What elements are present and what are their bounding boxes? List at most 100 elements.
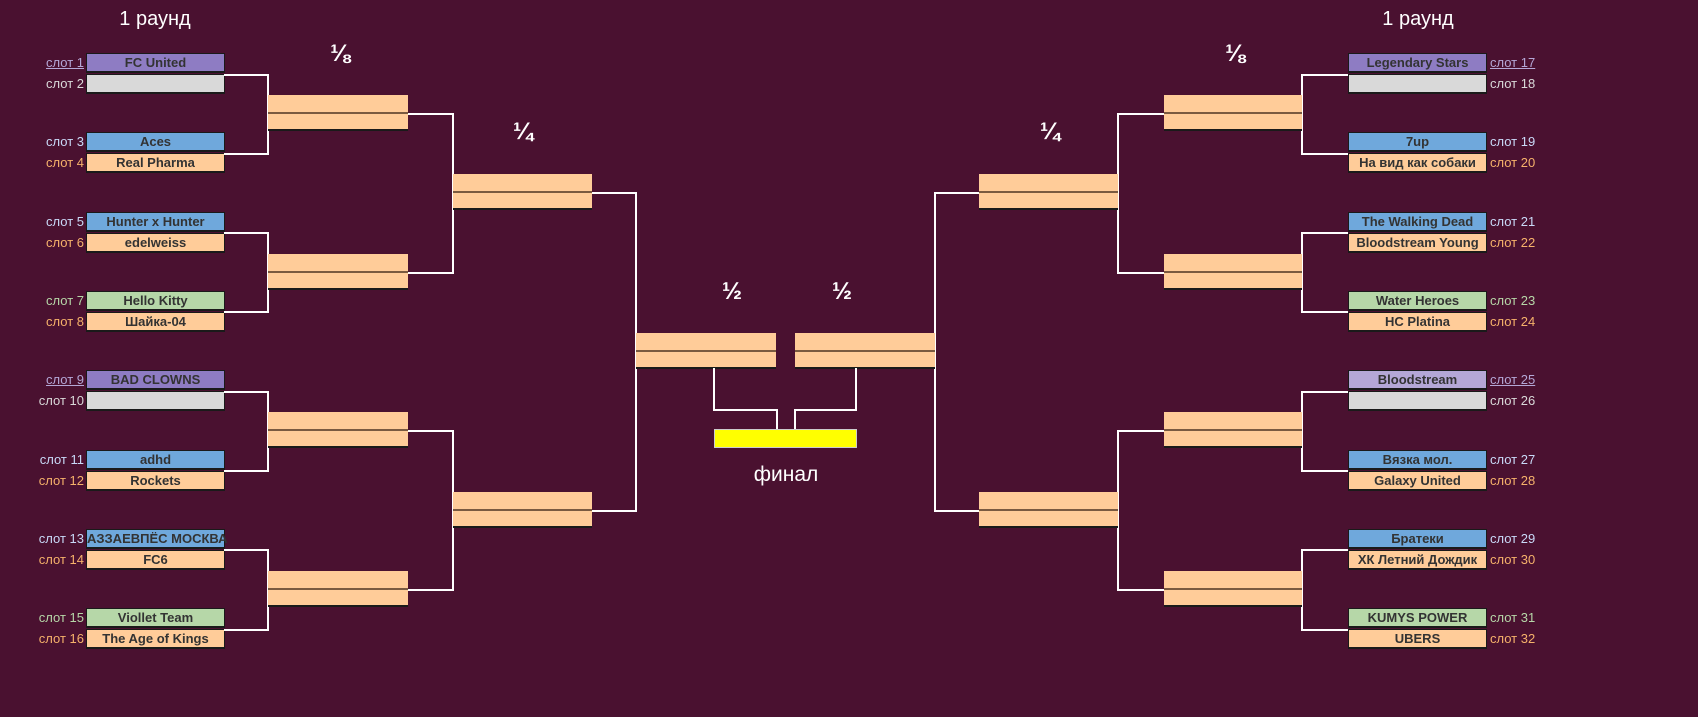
slot-label: слот 13	[38, 530, 84, 546]
slot-label: слот 22	[1490, 234, 1536, 250]
team-slot[interactable]: edelweiss	[86, 232, 225, 253]
match-divider	[453, 508, 592, 511]
slot-label: слот 14	[38, 551, 84, 567]
connector-line	[1302, 628, 1348, 631]
slot-label: слот 6	[46, 234, 84, 250]
slot-label: слот 3	[46, 134, 84, 150]
team-slot[interactable]: BAD CLOWNS	[86, 370, 225, 391]
match-divider	[453, 191, 592, 194]
match-divider	[1164, 270, 1302, 273]
team-slot[interactable]: Шайка-04	[86, 311, 225, 332]
team-slot[interactable]	[86, 74, 225, 94]
round1-left-heading: 1 раунд	[119, 8, 191, 30]
connector-line	[794, 409, 796, 429]
team-slot[interactable]: Bloodstream Young	[1348, 232, 1487, 253]
connector-line	[934, 192, 936, 512]
team-slot[interactable]: Legendary Stars	[1348, 53, 1487, 73]
quarterfinal-match[interactable]	[979, 174, 1118, 211]
round-of-16-match[interactable]	[268, 570, 408, 607]
round1-right-heading: 1 раунд	[1382, 8, 1454, 30]
quarterfinal-match[interactable]	[453, 491, 592, 528]
round-of-16-match[interactable]	[1164, 95, 1302, 132]
connector-line	[935, 192, 979, 195]
connector-line	[1118, 588, 1164, 591]
semifinal-match[interactable]	[795, 333, 935, 370]
team-slot[interactable]: adhd	[86, 449, 225, 470]
team-slot[interactable]: АЗЗАЕВПЁС МОСКВА	[86, 528, 228, 549]
team-slot[interactable]: The Walking Dead	[1348, 211, 1487, 232]
team-slot[interactable]	[1348, 74, 1487, 94]
final-match-box[interactable]	[714, 429, 857, 448]
connector-line	[776, 409, 778, 429]
connector-line	[713, 368, 715, 410]
connector-line	[1302, 311, 1348, 314]
connector-line	[1301, 390, 1303, 472]
team-slot[interactable]: FC United	[86, 53, 225, 73]
team-slot[interactable]: UBERS	[1348, 629, 1487, 650]
connector-line	[592, 192, 636, 195]
match-divider	[979, 191, 1118, 194]
slot-label: слот 12	[38, 472, 84, 488]
team-slot[interactable]: FC6	[86, 549, 225, 570]
slot-label: слот 4	[46, 155, 84, 171]
round-of-16-match[interactable]	[1164, 570, 1302, 607]
eighth-left-heading: ⅛	[329, 40, 351, 67]
connector-line	[713, 409, 778, 411]
team-slot[interactable]: The Age of Kings	[86, 629, 225, 650]
slot-label: слот 11	[39, 451, 84, 467]
slot-label: слот 20	[1490, 155, 1536, 171]
slot-link[interactable]: слот 25	[1490, 372, 1536, 388]
connector-line	[1302, 73, 1348, 76]
slot-link[interactable]: слот 17	[1490, 55, 1536, 70]
semi-right-heading: ½	[831, 278, 853, 305]
match-divider	[1164, 587, 1302, 590]
quarterfinal-match[interactable]	[453, 174, 592, 211]
semi-left-heading: ½	[721, 278, 743, 305]
team-slot[interactable]: ХК Летний Дождик	[1348, 549, 1487, 570]
slot-label: слот 29	[1490, 530, 1536, 546]
team-slot[interactable]	[1348, 391, 1487, 412]
connector-line	[855, 368, 857, 410]
slot-label: слот 31	[1490, 610, 1536, 626]
connector-line	[1302, 232, 1348, 235]
round-of-16-match[interactable]	[268, 253, 408, 290]
slot-label: слот 5	[46, 213, 84, 229]
connector-line	[224, 390, 268, 393]
team-slot[interactable]: Aces	[86, 132, 225, 153]
round-of-16-match[interactable]	[268, 412, 408, 449]
connector-line	[408, 113, 453, 116]
slot-link[interactable]: слот 1	[46, 55, 84, 70]
eighth-right-heading: ⅛	[1224, 40, 1246, 67]
round-of-16-match[interactable]	[1164, 253, 1302, 290]
team-slot[interactable]: Вязка мол.	[1348, 449, 1487, 470]
team-slot[interactable]: HC Platina	[1348, 311, 1487, 332]
slot-link[interactable]: слот 9	[46, 372, 84, 388]
team-slot[interactable]: 7up	[1348, 132, 1487, 153]
slot-label: слот 8	[46, 313, 84, 329]
match-divider	[268, 270, 408, 273]
match-divider	[795, 350, 935, 353]
quarterfinal-match[interactable]	[979, 491, 1118, 528]
team-slot[interactable]: Hello Kitty	[86, 290, 225, 311]
team-slot[interactable]: На вид как собаки	[1348, 153, 1487, 174]
round-of-16-match[interactable]	[1164, 412, 1302, 449]
team-slot[interactable]	[86, 391, 225, 412]
team-slot[interactable]: Water Heroes	[1348, 290, 1487, 311]
connector-line	[1302, 390, 1348, 393]
slot-label: слот 28	[1490, 472, 1536, 488]
team-slot[interactable]: Rockets	[86, 470, 225, 491]
team-slot[interactable]: Real Pharma	[86, 153, 225, 174]
team-slot[interactable]: Hunter x Hunter	[86, 211, 225, 232]
match-divider	[1164, 112, 1302, 115]
round-of-16-match[interactable]	[268, 95, 408, 132]
connector-line	[224, 73, 268, 76]
team-slot[interactable]: Viollet Team	[86, 608, 225, 629]
semifinal-match[interactable]	[636, 333, 776, 370]
connector-line	[1118, 271, 1164, 274]
slot-label: слот 32	[1490, 631, 1536, 647]
connector-line	[408, 588, 453, 591]
team-slot[interactable]: Galaxy United	[1348, 470, 1487, 491]
team-slot[interactable]: Братеки	[1348, 528, 1487, 549]
team-slot[interactable]: KUMYS POWER	[1348, 608, 1487, 629]
team-slot[interactable]: Bloodstream	[1348, 370, 1487, 391]
